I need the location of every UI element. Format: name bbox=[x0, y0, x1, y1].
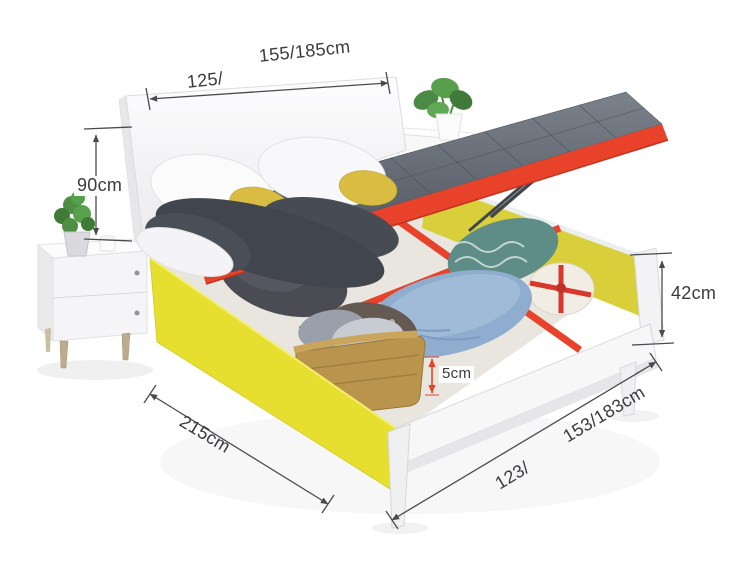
side-rail-top-edge bbox=[149, 257, 399, 431]
dark-blanket bbox=[155, 198, 385, 288]
strut bbox=[468, 182, 526, 232]
plant-pot bbox=[435, 113, 463, 141]
blanket-pattern bbox=[454, 256, 528, 268]
white-sheet bbox=[136, 226, 234, 278]
dim-ticks-headboard-width bbox=[145, 71, 391, 111]
left-nightstand bbox=[36, 238, 149, 369]
blanket-pattern bbox=[451, 241, 525, 253]
yellow-pillow bbox=[338, 170, 398, 206]
nightstand-leg bbox=[121, 332, 131, 361]
blue-blanket-highlight bbox=[383, 273, 521, 339]
teal-patterned-blanket bbox=[447, 217, 559, 287]
back-plant bbox=[413, 77, 473, 141]
nightstand-leg bbox=[59, 340, 69, 369]
plant-pot bbox=[63, 231, 91, 257]
far-corner-post bbox=[633, 247, 665, 347]
drawer-knob bbox=[134, 310, 140, 316]
drawer-divider bbox=[52, 291, 148, 299]
label-headboard-height: 90cm bbox=[74, 175, 126, 196]
label-rail-thickness: 5cm bbox=[439, 365, 475, 383]
dim-ticks-rail-thickness bbox=[425, 356, 439, 396]
dim-line-bed-width bbox=[391, 361, 657, 521]
leaf bbox=[62, 218, 78, 234]
dimension-annotations bbox=[83, 71, 675, 530]
nightstand-leg bbox=[45, 328, 51, 352]
nightstand-shadow bbox=[37, 360, 153, 380]
nightstand-front bbox=[52, 250, 148, 342]
mug bbox=[99, 235, 116, 252]
gift-bow bbox=[556, 283, 566, 293]
label-headboard-width-1: 125/ bbox=[185, 68, 225, 92]
dim-ticks-headboard-height bbox=[83, 126, 133, 242]
dimension-rail-thickness bbox=[425, 356, 439, 396]
leg-shadow bbox=[372, 522, 428, 534]
dim-ticks-storage-height bbox=[629, 252, 675, 346]
drawer-knob bbox=[134, 270, 140, 276]
label-storage-height: 42cm bbox=[668, 283, 720, 304]
basket-rim bbox=[293, 330, 419, 354]
nightstand-side bbox=[37, 243, 54, 343]
leaf bbox=[449, 90, 473, 110]
leaf bbox=[81, 217, 95, 231]
left-plant bbox=[54, 191, 95, 257]
pillows bbox=[136, 136, 399, 288]
dim-line-headboard-width bbox=[149, 80, 389, 102]
dim-ticks-bed-width bbox=[385, 352, 663, 530]
dim-line-bed-length bbox=[149, 393, 329, 505]
dim-ticks-bed-length bbox=[143, 384, 335, 514]
